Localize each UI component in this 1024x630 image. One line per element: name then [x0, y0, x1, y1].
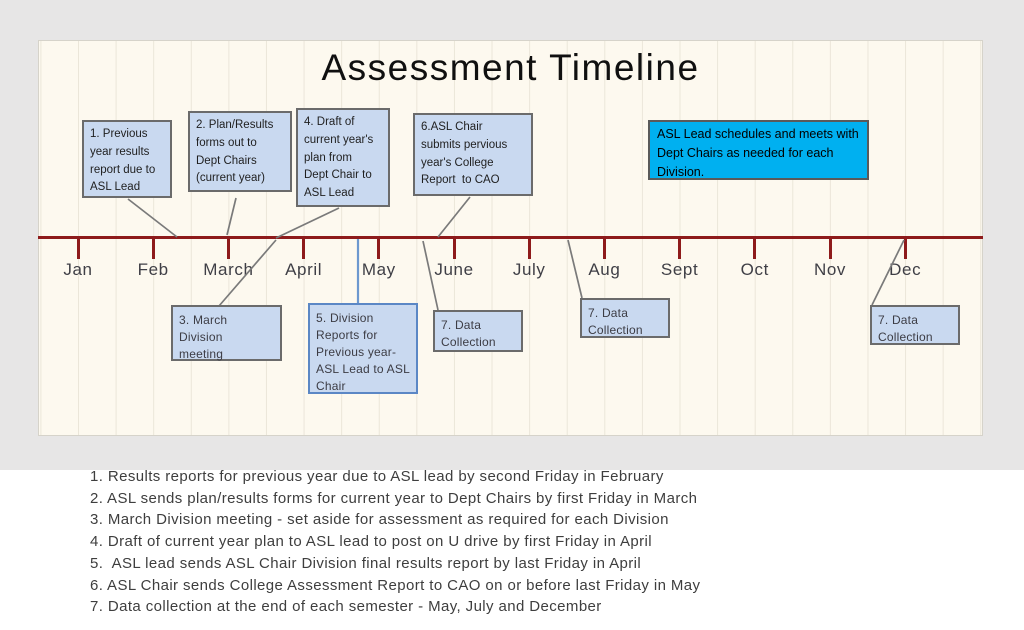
- legend-item-4: 4. Draft of current year plan to ASL lea…: [90, 533, 653, 551]
- month-tick-dec: [903, 238, 907, 259]
- month-tick-july: [527, 238, 531, 259]
- month-tick-nov: [828, 238, 832, 259]
- legend-item-2: 2. ASL sends plan/results forms for curr…: [90, 489, 698, 507]
- legend-item-3: 3. March Division meeting - set aside fo…: [90, 511, 669, 529]
- month-label-sept: Sept: [660, 260, 699, 279]
- month-label-march: March: [203, 260, 254, 279]
- month-label-nov: Nov: [813, 260, 847, 279]
- month-tick-aug: [602, 238, 606, 259]
- legend-item-5: 5. ASL lead sends ASL Chair Division fin…: [90, 554, 642, 572]
- callout-box-1-previous-year-results: 1. Previous year results report due to A…: [82, 120, 172, 198]
- callout-box-3-march-division-meeting: 3. March Division meeting: [171, 305, 282, 361]
- data-collection-box-dec: 7. Data Collection: [870, 305, 960, 345]
- month-label-may: May: [361, 260, 396, 279]
- timeline-legend: 1. Results reports for previous year due…: [90, 466, 700, 618]
- month-label-june: June: [434, 260, 474, 279]
- month-label-feb: Feb: [137, 260, 169, 279]
- month-label-aug: Aug: [588, 260, 621, 279]
- callout-box-6-college-report-cao: 6.ASL Chair submits pervious year's Coll…: [413, 113, 533, 196]
- timeline-axis: [38, 236, 983, 239]
- callout-box-2-plan-results-forms: 2. Plan/Results forms out to Dept Chairs…: [188, 111, 292, 192]
- legend-item-6: 6. ASL Chair sends College Assessment Re…: [90, 576, 701, 594]
- month-tick-april: [302, 238, 306, 259]
- legend-item-1: 1. Results reports for previous year due…: [90, 468, 664, 485]
- month-tick-june: [452, 238, 456, 259]
- month-label-april: April: [285, 260, 323, 279]
- legend-item-7: 7. Data collection at the end of each se…: [90, 598, 602, 616]
- month-tick-may: [377, 238, 381, 259]
- month-tick-march: [226, 238, 230, 259]
- page-title: Assessment Timeline: [321, 47, 700, 88]
- month-label-july: July: [512, 260, 546, 279]
- month-tick-feb: [151, 238, 155, 259]
- month-label-dec: Dec: [889, 260, 922, 279]
- month-label-jan: Jan: [63, 260, 93, 279]
- note-box-asl-lead-schedules: ASL Lead schedules and meets with Dept C…: [648, 120, 869, 180]
- month-tick-sept: [678, 238, 682, 259]
- month-tick-jan: [76, 238, 80, 259]
- month-tick-oct: [753, 238, 757, 259]
- callout-box-4-draft-current-plan: 4. Draft of current year's plan from Dep…: [296, 108, 390, 207]
- month-label-oct: Oct: [740, 260, 769, 279]
- callout-box-5-division-reports: 5. Division Reports for Previous year- A…: [308, 303, 418, 394]
- data-collection-box-aug: 7. Data Collection: [580, 298, 670, 338]
- data-collection-box-june: 7. Data Collection: [433, 310, 523, 352]
